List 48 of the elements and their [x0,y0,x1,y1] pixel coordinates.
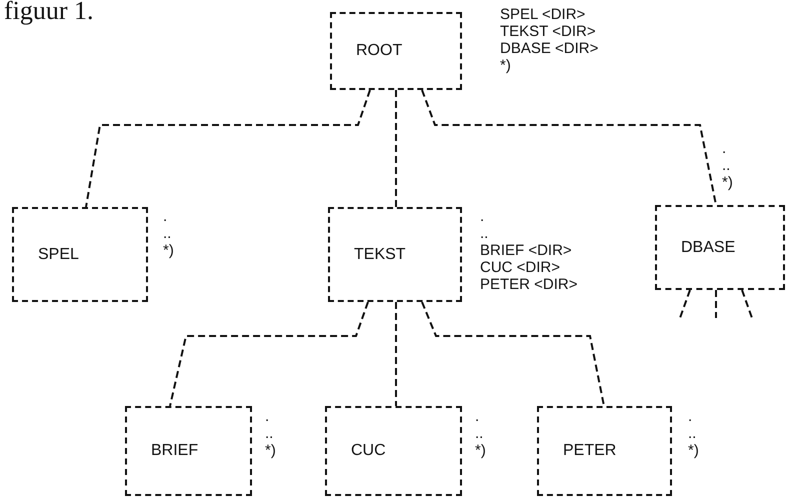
connector-line [421,90,717,206]
directory-name: SPEL [38,246,79,264]
directory-name: PETER [563,442,616,460]
connector-line [679,290,691,318]
connector-line [741,290,753,318]
listing-entry: TEKST <DIR> [500,23,597,40]
listing-entry: .. [722,157,732,174]
connector-line [715,290,717,318]
connector-line [85,90,371,208]
directory-box [330,12,462,90]
listing-entry: . [480,208,486,225]
listing-entry: . [688,408,694,425]
directory-name: DBASE [681,238,736,256]
listing-entry: .. [475,425,484,442]
directory-name: CUC [351,442,386,460]
directory-box [325,406,462,496]
listing-entry: . [475,408,480,425]
listing-entry: .. [480,225,490,242]
listing-entry: PETER <DIR> [480,276,578,293]
listing-entry: *) [500,57,512,74]
listing-entry: . [163,208,168,225]
listing-entry: .. [688,425,698,442]
directory-name: BRIEF [151,442,198,460]
directory-box [125,406,252,496]
connector-line [395,90,397,207]
listing-entry: *) [475,442,486,459]
listing-entry: BRIEF <DIR> [480,242,573,259]
listing-entry: *) [265,442,276,459]
listing-entry: .. [265,425,274,442]
listing-entry: . [722,140,728,157]
figure-title: figuur 1. [4,0,94,26]
directory-box [12,207,148,302]
connector-line [169,302,369,406]
directory-box [328,207,462,302]
connector-line [395,302,397,406]
listing-entry: . [265,408,270,425]
listing-entry: *) [722,174,733,191]
listing-entry: CUC <DIR> [480,259,562,276]
directory-box [537,406,672,496]
listing-entry: .. [163,225,172,242]
directory-name: TEKST [354,246,406,264]
listing-entry: DBASE <DIR> [500,40,598,57]
listing-entry: SPEL <DIR> [500,6,586,23]
listing-entry: *) [163,242,174,259]
directory-box [655,205,785,290]
connector-line [421,302,605,406]
directory-name: ROOT [356,42,402,60]
listing-entry: *) [688,442,699,459]
